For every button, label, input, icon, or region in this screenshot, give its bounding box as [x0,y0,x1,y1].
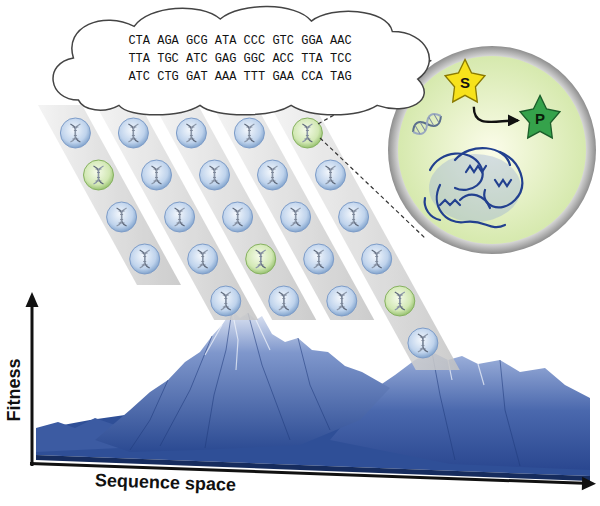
cell-active [292,118,322,148]
fitness-landscape [36,310,590,481]
cell [304,244,334,274]
cell [165,202,195,232]
cell [223,202,253,232]
molecule-label: S [460,72,470,91]
cell [327,286,357,316]
outline [53,7,429,115]
axis-label: Sequence space [95,470,237,496]
sequence-cloud: CTA AGA GCG ATA CCC GTC GGA AAC TTA TGC … [38,0,443,118]
cell-interior [398,56,586,244]
enzyme-structure [425,148,523,227]
cell-active [84,160,114,190]
outline [445,60,485,102]
landscape-texture [130,310,520,466]
fitness-arrowhead [26,292,39,307]
cell [130,244,160,274]
cell [408,328,438,358]
cell [142,160,172,190]
cell-active [246,244,276,274]
cell [281,202,311,232]
sequence-arrowhead [582,477,596,490]
cell [200,160,230,190]
cell [339,202,369,232]
text-wrap: P [518,93,562,142]
cell [269,286,299,316]
text-wrap: CTA AGA GCG ATA CCC GTC GGA AAC TTA TGC … [38,0,443,118]
fitness-axis [31,304,34,466]
dna-helix [410,111,444,137]
axes [26,292,597,490]
cell [118,118,148,148]
substrate-star: S [443,57,487,106]
landscape-peak [95,310,390,452]
reaction-arrow [474,107,518,122]
cell [60,118,90,148]
dna-sequence: CTA AGA GCG ATA CCC GTC GGA AAC TTA TGC … [123,32,358,86]
outline [520,96,560,138]
landscape-ridge [330,352,590,470]
beam [212,105,374,320]
axis-label: Fitness [4,358,25,421]
cell [188,244,218,274]
cell [258,160,288,190]
cell [211,286,241,316]
cell-active [385,286,415,316]
cell [107,202,137,232]
molecule-label: P [535,108,545,127]
cell [362,244,392,274]
cell [176,118,206,148]
cells [60,118,438,358]
text-wrap: S [443,57,487,106]
product-star: P [518,93,562,142]
cell [316,160,346,190]
cell [234,118,264,148]
